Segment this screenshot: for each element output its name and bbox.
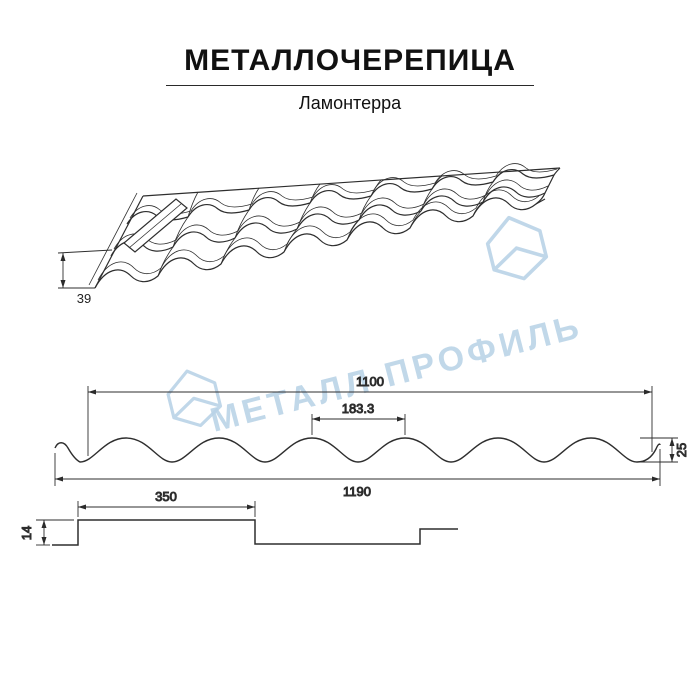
metallprofil-logo-outline: [166, 369, 223, 428]
title-divider: [166, 85, 534, 86]
trough-line: [482, 181, 494, 203]
trough-line: [492, 171, 504, 183]
ridge-strip-fold-line: [128, 203, 182, 249]
dim-39-label: 39: [77, 291, 91, 306]
dim-183: [311, 414, 406, 435]
trough-line: [296, 202, 311, 230]
dim-183-label: 183.3: [342, 401, 375, 416]
course-edge-middle: [110, 186, 546, 257]
extension-line: [57, 249, 113, 254]
profile-curve: [54, 437, 661, 463]
dim-14-label: 14: [19, 526, 34, 540]
longitudinal-drawing: 350 14: [19, 489, 458, 546]
dim-350-label: 350: [155, 489, 177, 504]
trough-line: [358, 195, 372, 221]
trough-line: [248, 187, 260, 211]
dim-25: [637, 437, 678, 463]
dim-1100-label: 1100: [356, 374, 384, 389]
dim-25-label: 25: [674, 443, 689, 457]
sheet-top-edge: [142, 167, 561, 197]
sheet-right-edge: [535, 167, 561, 205]
trough-line: [220, 237, 236, 265]
course-edge-back: [126, 168, 555, 225]
dim-350: [77, 501, 256, 517]
dim-14: [36, 519, 74, 546]
metallprofil-logo-outline: [485, 215, 549, 281]
dim-1100: [87, 386, 653, 456]
metallprofil-logo-icon: [166, 369, 223, 428]
trough-line: [172, 216, 189, 248]
sheet-left-edge: [94, 195, 144, 289]
trough-line: [431, 175, 443, 190]
course-curl-back: [129, 163, 558, 219]
course-curl-front: [97, 189, 540, 281]
page-title: МЕТАЛЛОЧЕРЕПИЦА: [184, 44, 516, 77]
course-edge-front: [94, 197, 546, 289]
trough-line: [420, 188, 433, 212]
sheet-left-edge-inner: [88, 192, 138, 286]
step-profile-line: [52, 519, 458, 546]
trough-line: [472, 201, 484, 217]
dim-1190-label: 1190: [343, 484, 371, 499]
title-block: МЕТАЛЛОЧЕРЕПИЦА Ламонтерра: [0, 44, 700, 114]
course-curl-middle: [113, 179, 549, 250]
page-subtitle: Ламонтерра: [298, 93, 402, 113]
dim-1190: [54, 449, 661, 486]
wave-trough-lines: [157, 171, 504, 277]
cross-section-drawing: 1100 183.3 25 1190: [54, 374, 690, 500]
trough-line: [370, 179, 382, 197]
trough-line: [346, 219, 360, 241]
trough-line: [234, 209, 250, 239]
metallprofil-logo-icon: [485, 215, 549, 281]
trough-line: [409, 210, 422, 229]
trough-line: [309, 183, 321, 204]
trough-line: [157, 246, 174, 277]
trough-line: [187, 191, 199, 218]
dim-39: [57, 249, 113, 289]
perspective-drawing: 39: [57, 163, 561, 306]
trough-line: [283, 228, 298, 253]
